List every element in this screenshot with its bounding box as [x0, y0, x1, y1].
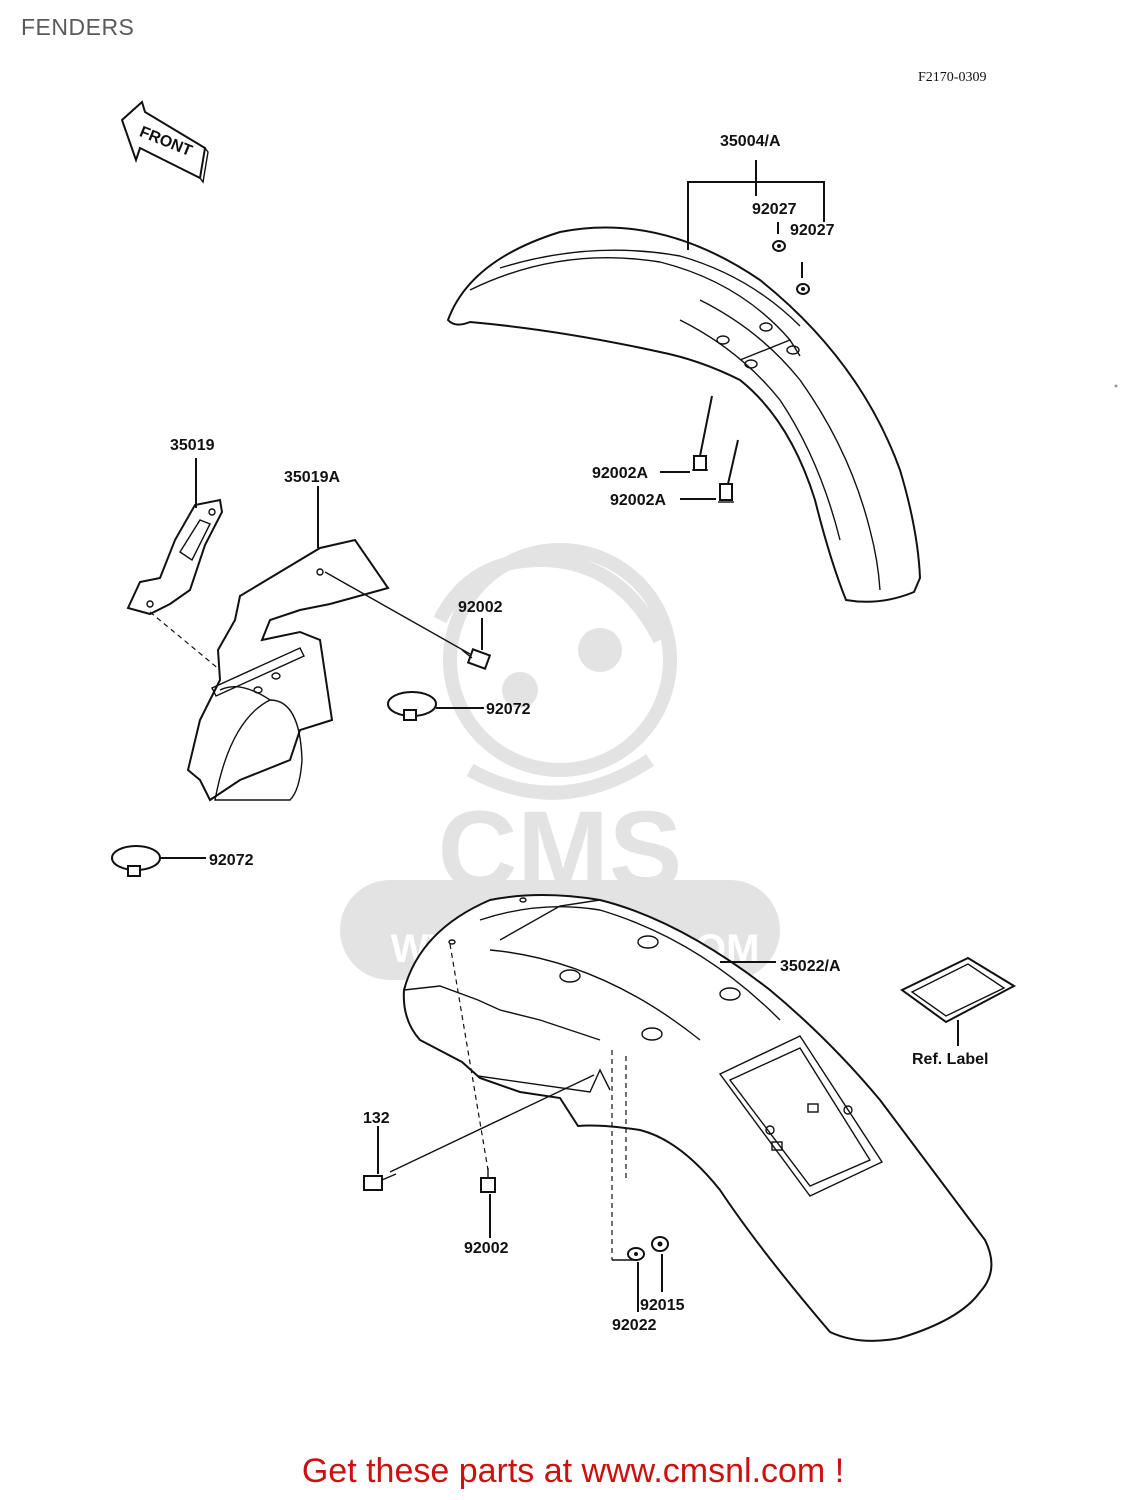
promo-link[interactable]: Get these parts at www.cmsnl.com ! [301, 1452, 845, 1490]
label-92002-bracket: 92002 [458, 599, 503, 616]
label-92002-rear: 92002 [464, 1240, 509, 1257]
label-132: 132 [363, 1110, 390, 1127]
rear-fender [402, 894, 993, 1342]
bracket-35019a [186, 538, 390, 802]
bolt-92002-bracket-icon [461, 648, 492, 670]
label-92002a-a: 92002A [592, 465, 648, 482]
label-ref-label: Ref. Label [912, 1051, 988, 1068]
nut-92015-icon [651, 1236, 669, 1252]
front-fender [446, 226, 922, 603]
label-35019a: 35019A [284, 469, 340, 486]
bolt-92002-rear-icon [480, 1168, 496, 1193]
label-92027-a: 92027 [752, 201, 797, 218]
watermark-text: CMS [438, 789, 682, 912]
washer-92022-icon [627, 1247, 645, 1261]
bolt-92002a-a-icon [692, 395, 713, 471]
parts-diagram: CMS WWW.CMSNL.COM FRONT 35004/A 92027 92… [111, 100, 1118, 1342]
flap-35019 [126, 498, 224, 616]
label-92072-upper: 92072 [486, 701, 531, 718]
washer-92027-a-icon [772, 222, 786, 252]
label-92022: 92022 [612, 1317, 657, 1334]
clamp-92072-lower-icon [111, 845, 161, 877]
bolt-132-icon [363, 1173, 397, 1191]
page-title: FENDERS [21, 14, 135, 40]
label-35004-a: 35004/A [720, 133, 781, 150]
label-35022-a: 35022/A [780, 958, 841, 975]
diagram-code: F2170-0309 [918, 70, 987, 85]
label-35019: 35019 [170, 437, 215, 454]
bolt-92002a-b-icon [718, 439, 739, 503]
ref-label-icon [900, 956, 1017, 1024]
washer-92027-b-icon [796, 262, 810, 295]
front-arrow-icon: FRONT [120, 100, 209, 184]
label-92027-b: 92027 [790, 222, 835, 239]
label-92002a-b: 92002A [610, 492, 666, 509]
clamp-92072-upper-icon [387, 691, 437, 721]
label-92072-lower: 92072 [209, 852, 254, 869]
front-arrow-label: FRONT [137, 124, 195, 160]
label-92015: 92015 [640, 1297, 685, 1314]
